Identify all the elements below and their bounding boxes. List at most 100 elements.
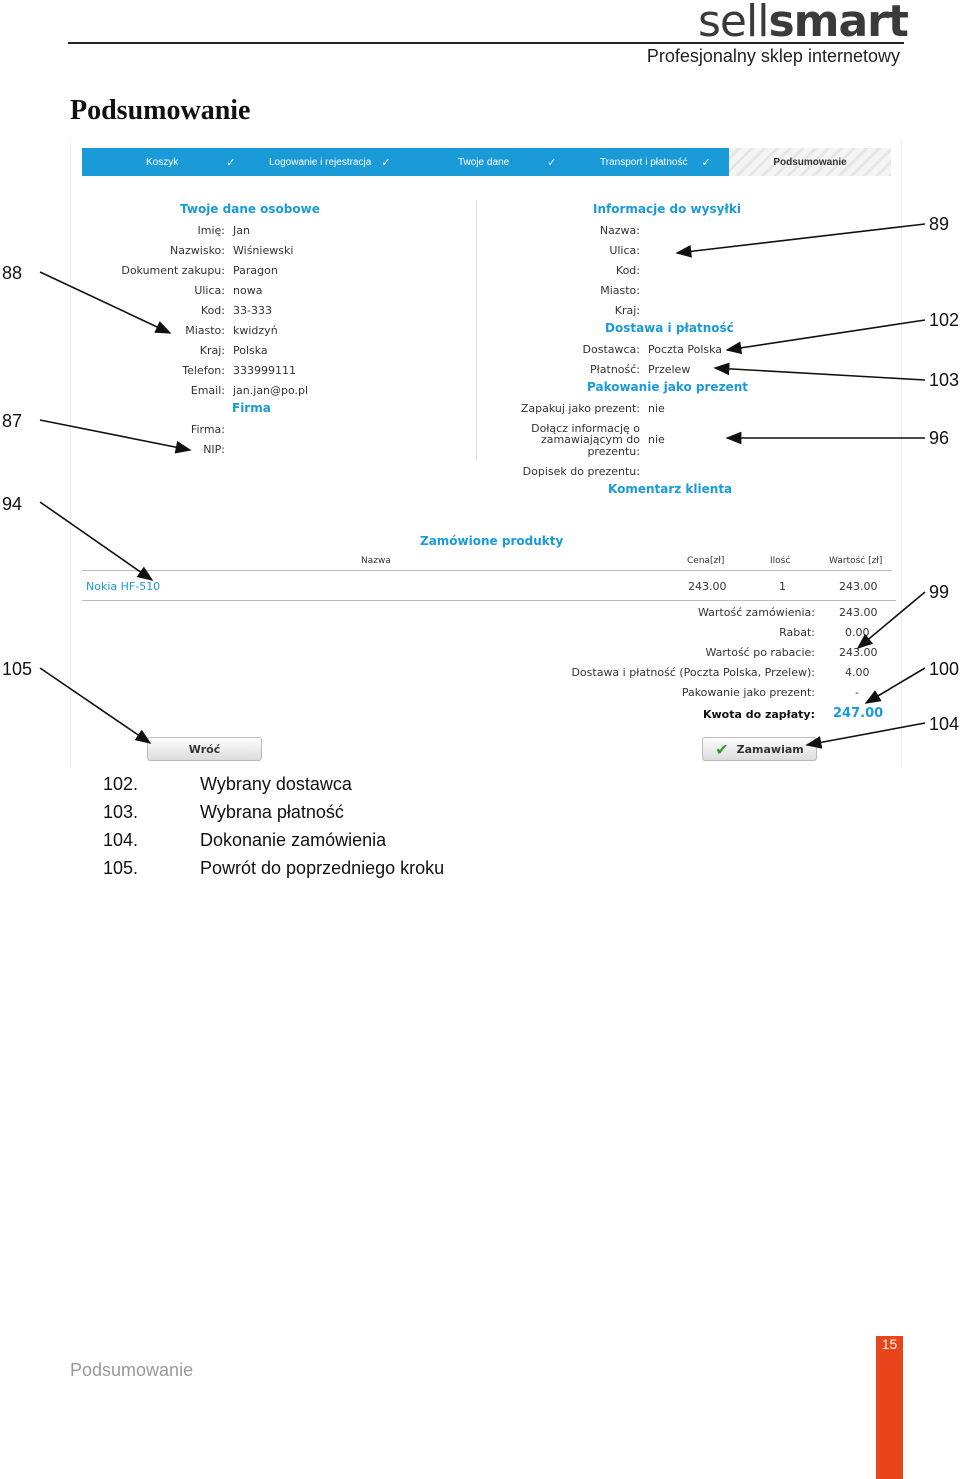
checkout-steps: Koszyk✓ Logowanie i rejestracja✓ Twoje d… <box>82 148 891 176</box>
field-value: Paragon <box>233 264 278 277</box>
total-label: Rabat: <box>779 626 815 639</box>
total-label: Pakowanie jako prezent: <box>681 686 815 699</box>
field-label: Zapakuj jako prezent: <box>520 402 640 415</box>
check-icon: ✓ <box>701 156 711 169</box>
amount-due-label: Kwota do zapłaty: <box>702 708 815 721</box>
personal-heading: Twoje dane osobowe <box>180 202 320 216</box>
callout-103: 103 <box>929 370 960 390</box>
field-label: Imię: <box>197 224 226 237</box>
tagline: Profesjonalny sklep internetowy <box>646 46 900 66</box>
total-label: Dostawa i płatność (Poczta Polska, Przel… <box>571 666 815 679</box>
delivery-heading: Dostawa i płatność <box>605 321 734 335</box>
arrow-103 <box>713 362 926 381</box>
comment-heading: Komentarz klienta <box>608 482 733 496</box>
field-label: Miasto: <box>185 324 225 337</box>
callout-105: 105 <box>2 659 33 679</box>
field-value: nie <box>648 402 665 415</box>
check-icon: ✔ <box>715 739 729 759</box>
field-label: Kraj: <box>614 304 640 317</box>
callout-94: 94 <box>2 494 23 514</box>
field-value: nie <box>648 433 665 446</box>
callout-88: 88 <box>2 263 23 283</box>
back-button[interactable]: Wróć <box>147 737 262 761</box>
field-value: Wiśniewski <box>233 244 294 257</box>
field-value: kwidzyń <box>233 324 278 337</box>
field-value: 333999111 <box>233 364 296 377</box>
product-price: 243.00 <box>688 580 727 593</box>
total-value: 243.00 <box>839 646 878 659</box>
payment-method: Przelew <box>648 363 691 376</box>
table-header-line <box>82 570 892 571</box>
amount-due-value: 247.00 <box>833 706 884 721</box>
arrow-94 <box>39 501 154 581</box>
check-icon: ✓ <box>381 156 391 169</box>
col-value: Wartość [zł] <box>829 556 883 566</box>
field-label: Kod: <box>615 264 640 277</box>
arrow-100 <box>864 667 926 704</box>
step-login[interactable]: Logowanie i rejestracja✓ <box>269 156 391 169</box>
field-label: prezentu: <box>587 445 640 458</box>
step-data[interactable]: Twoje dane✓ <box>458 156 557 169</box>
table-row-line <box>82 600 896 601</box>
product-qty: 1 <box>779 580 786 593</box>
check-icon: ✓ <box>547 156 557 169</box>
step-cart[interactable]: Koszyk✓ <box>146 156 236 169</box>
page-number: 15 <box>881 1336 898 1352</box>
field-label: Kraj: <box>199 344 225 357</box>
field-label: zamawiającym do <box>540 433 640 446</box>
order-button[interactable]: ✔Zamawiam <box>702 737 817 761</box>
col-qty: Ilość <box>770 556 791 566</box>
field-label: Email: <box>190 384 225 397</box>
field-label: NIP: <box>203 443 225 456</box>
arrow-88 <box>39 271 172 334</box>
arrow-104 <box>805 722 926 749</box>
legend-item: 104.Dokonanie zamówienia <box>103 830 387 850</box>
field-value: Jan <box>233 224 250 237</box>
field-label: Kod: <box>200 304 225 317</box>
field-label: Płatność: <box>590 363 640 376</box>
firm-heading: Firma <box>232 401 271 415</box>
total-label: Wartość po rabacie: <box>705 646 815 659</box>
total-value: 4.00 <box>845 666 870 679</box>
legend-item: 102.Wybrany dostawca <box>103 774 352 794</box>
col-name: Nazwa <box>361 556 391 566</box>
field-label: Nazwisko: <box>170 244 225 257</box>
screenshot-panel <box>70 140 902 768</box>
field-label: Nazwa: <box>599 224 640 237</box>
step-transport[interactable]: Transport i płatność✓ <box>600 156 711 169</box>
gift-heading: Pakowanie jako prezent <box>587 380 748 394</box>
field-label: Dostawca: <box>582 343 640 356</box>
field-label: Ulica: <box>194 284 225 297</box>
field-value: nowa <box>233 284 263 297</box>
delivery-provider: Poczta Polska <box>648 343 723 356</box>
field-label: Dokument zakupu: <box>121 264 225 277</box>
callout-104: 104 <box>929 714 960 734</box>
field-value: 33-333 <box>233 304 272 317</box>
field-label: Firma: <box>190 423 225 436</box>
field-label: Dołącz informację o <box>531 422 640 435</box>
legend-item: 105.Powrót do poprzedniego kroku <box>103 858 445 878</box>
column-divider <box>476 200 477 460</box>
page-title: Podsumowanie <box>70 95 251 126</box>
total-label: Wartość zamówienia: <box>697 606 815 619</box>
col-price: Cena[zł] <box>687 556 725 566</box>
field-value: Polska <box>233 344 268 357</box>
field-value: jan.jan@po.pl <box>233 384 309 397</box>
callout-96: 96 <box>929 428 950 448</box>
callout-102: 102 <box>929 310 960 330</box>
arrow-102 <box>725 319 926 355</box>
callout-89: 89 <box>929 214 950 234</box>
total-value: 243.00 <box>839 606 878 619</box>
total-value: - <box>855 686 859 699</box>
arrow-89 <box>675 223 926 258</box>
field-label: Telefon: <box>182 364 225 377</box>
page-number-box <box>876 1336 903 1479</box>
product-name-link[interactable]: Nokia HF-510 <box>86 580 161 593</box>
callout-87: 87 <box>2 411 23 431</box>
legend-item: 103.Wybrana płatność <box>103 802 344 822</box>
step-summary[interactable]: Podsumowanie <box>729 148 891 176</box>
footer-title: Podsumowanie <box>70 1360 194 1380</box>
products-heading: Zamówione produkty <box>420 534 564 548</box>
field-label: Dopisek do prezentu: <box>522 465 640 478</box>
callout-100: 100 <box>929 659 960 679</box>
